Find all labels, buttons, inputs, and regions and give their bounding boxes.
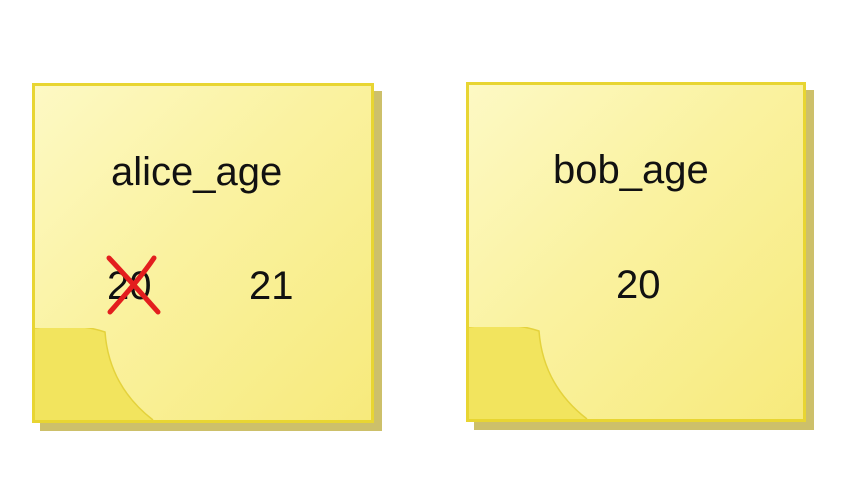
new-value: 21 — [249, 264, 294, 308]
variable-name-label: bob_age — [553, 148, 709, 192]
page-curl-icon — [469, 327, 588, 419]
page-curl-icon — [35, 328, 154, 420]
old-value: 20 — [107, 264, 152, 308]
sticky-note-alice-age: alice_age 20 21 — [32, 83, 374, 423]
variable-name-label: alice_age — [111, 150, 283, 194]
sticky-note-bob-age: bob_age 20 — [466, 82, 806, 422]
current-value: 20 — [616, 263, 661, 307]
